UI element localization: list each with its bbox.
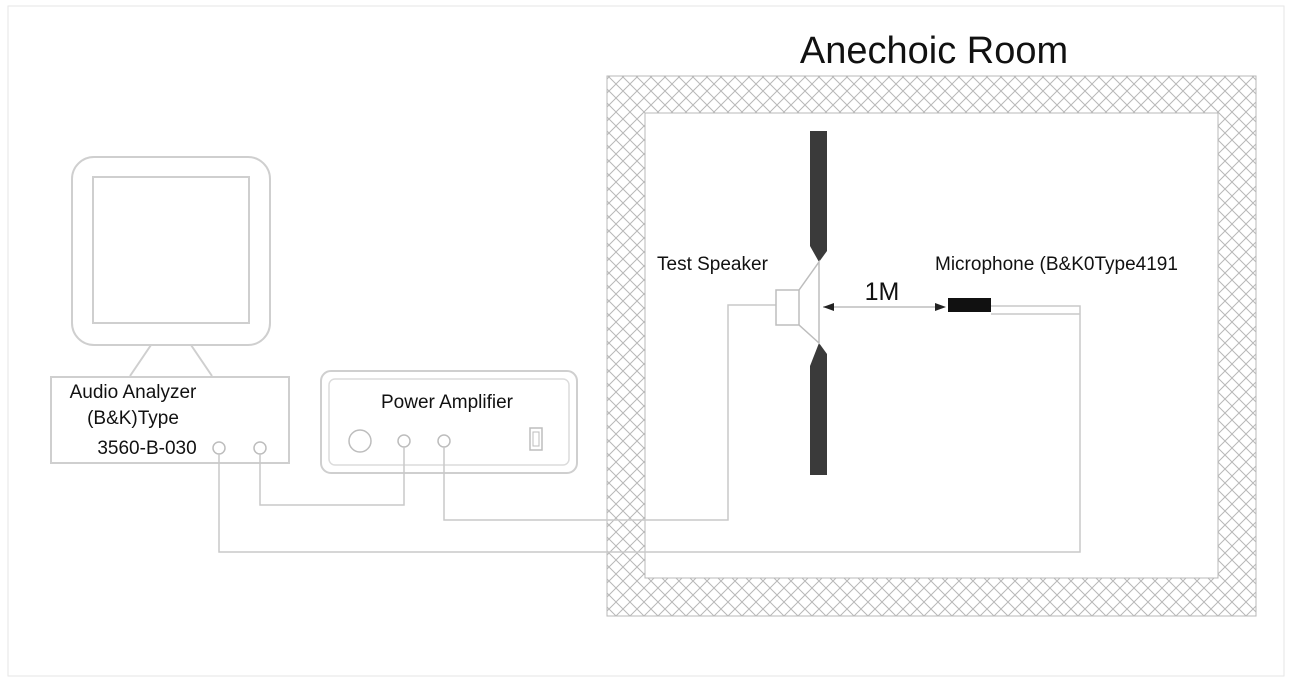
cables	[218, 304, 1081, 553]
power-amplifier: Power Amplifier	[320, 370, 578, 474]
distance-arrow-right	[935, 303, 946, 311]
monitor	[71, 156, 271, 377]
frame-border	[7, 5, 1285, 677]
microphone: Microphone (B&K0Type4191	[935, 254, 1178, 312]
monitor-body	[71, 156, 271, 346]
room-wall	[606, 75, 1257, 617]
amplifier-outer-case	[320, 370, 578, 474]
microphone-label: Microphone (B&K0Type4191	[935, 254, 1178, 275]
amplifier-label: Power Amplifier	[381, 392, 514, 413]
monitor-screen	[92, 176, 250, 324]
room-title: Anechoic Room	[800, 30, 1068, 72]
baffle-top	[810, 131, 827, 262]
speaker-driver	[775, 259, 820, 345]
analyzer-box	[50, 376, 290, 464]
audio-analyzer: Audio Analyzer (B&K)Type 3560-B-030	[50, 376, 290, 464]
distance-label: 1M	[865, 278, 900, 306]
cable-microphone-to-analyzer	[218, 305, 1081, 553]
amplifier-output-jack	[437, 434, 451, 448]
cable-analyzer-to-amplifier	[259, 447, 405, 506]
power-switch	[529, 427, 543, 451]
anechoic-room: Anechoic Room	[606, 30, 1257, 617]
power-switch-toggle	[532, 431, 540, 447]
test-speaker-assembly: Test Speaker	[657, 131, 827, 475]
distance-indicator: 1M	[823, 278, 946, 311]
analyzer-label-line2: (B&K)Type	[87, 408, 179, 429]
amplifier-knob	[348, 429, 372, 453]
baffle-bottom	[810, 343, 827, 475]
speaker-label: Test Speaker	[657, 254, 769, 275]
analyzer-label-line3: 3560-B-030	[97, 438, 196, 459]
analyzer-label-line1: Audio Analyzer	[70, 382, 197, 403]
analyzer-input-jack	[253, 441, 267, 455]
cable-amplifier-to-speaker	[443, 304, 776, 521]
monitor-stand	[129, 344, 213, 377]
amplifier-front-panel	[328, 378, 570, 466]
microphone-body	[948, 298, 991, 312]
analyzer-output-jack	[212, 441, 226, 455]
amplifier-input-jack	[397, 434, 411, 448]
distance-arrow-left	[823, 303, 834, 311]
